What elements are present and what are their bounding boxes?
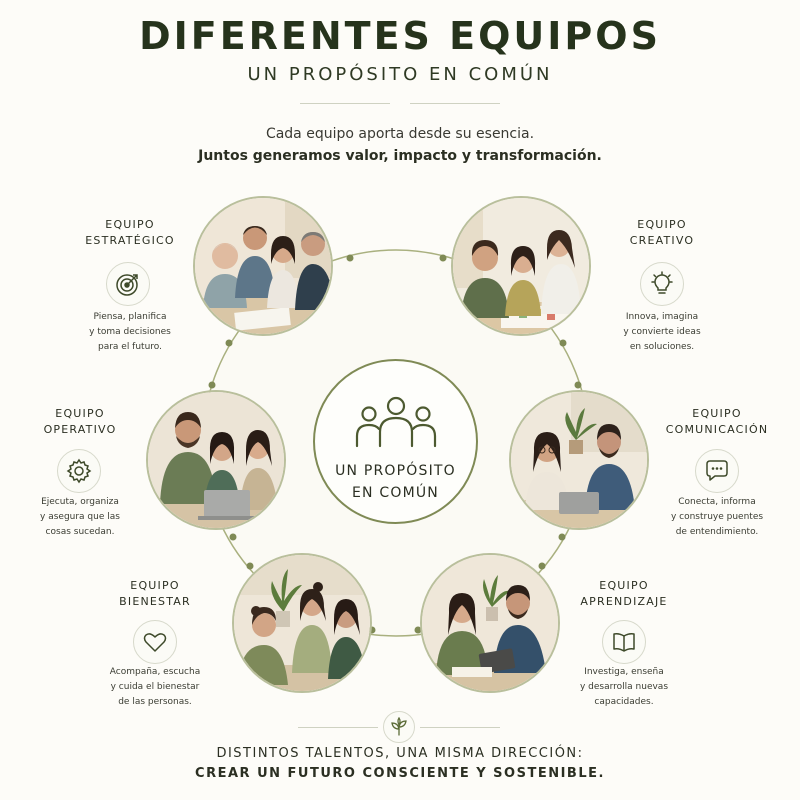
ring-node (414, 626, 422, 634)
ring-node (574, 381, 582, 389)
photo-equipo-comunicacion (509, 390, 649, 530)
ring-node (558, 533, 566, 541)
photo-equipo-estrategico (193, 196, 333, 336)
center-label-line1: UN PROPÓSITO (335, 463, 456, 479)
team-title-comunicacion: EQUIPO COMUNICACIÓN (665, 407, 769, 436)
team-title-estrategico: EQUIPO ESTRATÉGICO (85, 218, 175, 247)
speech-bubble-icon (695, 449, 739, 493)
footer-line-2: CREAR UN FUTURO CONSCIENTE Y SOSTENIBLE. (195, 766, 605, 781)
footer-line-1: DISTINTOS TALENTOS, UNA MISMA DIRECCIÓN: (216, 746, 584, 761)
target-icon (106, 262, 150, 306)
team-desc-creativo: Innova, imagina y convierte ideas en sol… (623, 312, 701, 352)
leaf-sprout-icon (383, 711, 415, 743)
photo-equipo-creativo (451, 196, 591, 336)
people-group-icon (355, 396, 437, 448)
intro-text: Cada equipo aporta desde su esencia. (265, 126, 535, 142)
footer-divider-left (298, 727, 378, 728)
team-desc-aprendizaje: Investiga, enseña y desarrolla nuevas ca… (579, 667, 669, 707)
ring-node (538, 562, 546, 570)
intro-highlight: Juntos generamos valor, impacto y transf… (198, 148, 602, 164)
ring-node (229, 533, 237, 541)
center-purpose-circle (313, 359, 478, 524)
ring-node (225, 339, 233, 347)
team-desc-bienestar: Acompaña, escucha y cuida el bienestar d… (109, 667, 201, 707)
team-title-creativo: EQUIPO CREATIVO (629, 218, 695, 247)
photo-equipo-bienestar (232, 553, 372, 693)
page-subtitle: UN PROPÓSITO EN COMÚN (247, 64, 553, 85)
ring-node (439, 254, 447, 262)
photo-equipo-aprendizaje (420, 553, 560, 693)
ring-node (246, 562, 254, 570)
lightbulb-icon (640, 262, 684, 306)
heart-icon (133, 620, 177, 664)
gear-icon (57, 449, 101, 493)
ring-node (346, 254, 354, 262)
footer-divider-right (420, 727, 500, 728)
team-desc-estrategico: Piensa, planifica y toma decisiones para… (89, 312, 171, 352)
open-book-icon (602, 620, 646, 664)
team-title-bienestar: EQUIPO BIENESTAR (119, 579, 191, 608)
team-desc-comunicacion: Conecta, informa y construye puentes de … (670, 497, 764, 537)
team-desc-operativo: Ejecuta, organiza y asegura que las cosa… (40, 497, 120, 537)
divider-left (300, 103, 390, 104)
team-title-aprendizaje: EQUIPO APRENDIZAJE (580, 579, 668, 608)
ring-node (208, 381, 216, 389)
divider-right (410, 103, 500, 104)
ring-node (559, 339, 567, 347)
photo-equipo-operativo (146, 390, 286, 530)
center-label: UN PROPÓSITO EN COMÚN (313, 460, 478, 504)
page-title: DIFERENTES EQUIPOS (139, 14, 661, 58)
team-title-operativo: EQUIPO OPERATIVO (43, 407, 117, 436)
center-label-line2: EN COMÚN (352, 485, 439, 501)
